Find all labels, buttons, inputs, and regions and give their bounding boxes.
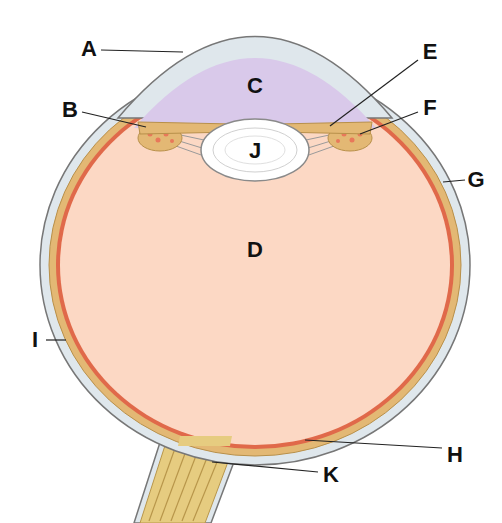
sclera [40, 65, 470, 465]
nerve-sheath [134, 430, 246, 523]
optic-disc [178, 436, 232, 446]
leader-line [305, 440, 442, 448]
anterior-chamber [134, 58, 376, 128]
optic-nerve [140, 430, 240, 523]
retina [56, 81, 454, 449]
part-label: B [62, 99, 78, 121]
leader-line [360, 112, 418, 134]
leader-line [101, 50, 183, 52]
part-label: I [32, 329, 38, 351]
lens-layer [225, 136, 285, 164]
leader-line [82, 112, 146, 127]
part-label: F [423, 97, 436, 119]
part-label: A [81, 38, 97, 60]
leader-line [330, 60, 418, 126]
part-label: K [323, 464, 339, 486]
leader-lines [46, 50, 465, 472]
part-label: C [247, 75, 263, 97]
part-label: H [447, 444, 463, 466]
choroid [49, 74, 461, 456]
leader-line [212, 462, 318, 472]
muscle-dot [350, 138, 355, 143]
part-label: E [423, 41, 438, 63]
lens-layer [213, 128, 297, 172]
lens [201, 119, 309, 181]
leader-line [443, 180, 465, 182]
zonule-fibre [176, 146, 204, 156]
part-label: J [249, 140, 261, 162]
vitreous-body [60, 85, 450, 445]
muscle-dot [156, 138, 161, 143]
muscle-dot [170, 139, 174, 143]
nerve-fibre [149, 440, 178, 521]
zonule-fibre [306, 146, 334, 156]
part-label: D [247, 239, 263, 261]
part-label: G [467, 169, 484, 191]
leader-line [46, 339, 66, 340]
muscle-dot [336, 139, 340, 143]
